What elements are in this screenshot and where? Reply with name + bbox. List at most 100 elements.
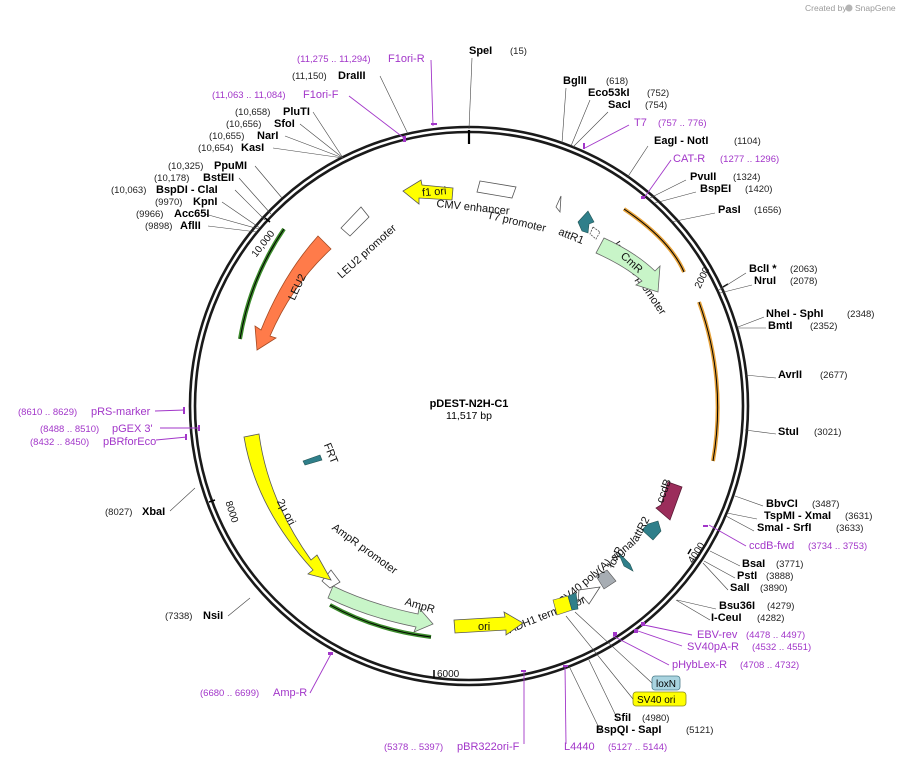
credit-brand: SnapGene [855,3,896,13]
ccdb-arrow [655,481,683,521]
orf-arc-right [697,301,720,462]
ampr-promoter-arrow [321,569,341,589]
tick-4000 [687,548,692,555]
loxp-arrow [617,551,634,572]
site-name: BspQI - SapI [596,724,661,736]
site-pos: (3631) [845,511,872,522]
primer-pos: (3734 .. 3753) [808,541,867,552]
site-pos: (7338) [165,611,192,622]
primer-marker [703,525,708,527]
site-name: NsiI [203,610,223,622]
tick-2000 [722,283,729,288]
primer-pos: (4532 .. 4551) [752,642,811,653]
site-pos: (3021) [814,427,841,438]
primer-name: pBRforEco [103,436,156,448]
site-pos: (10,656) [226,119,261,130]
f1-ori-label: f1 ori [422,185,447,199]
primer-markers [183,123,708,672]
orf-arc-right-core [698,301,719,462]
site-name: StuI [778,426,799,438]
site-name: BglII [563,75,587,87]
site-name: Acc65I [174,208,209,220]
site-pos: (10,658) [235,107,270,118]
primer-marker [185,434,187,440]
site-pos: (9898) [145,221,172,232]
site-pos: (2063) [790,264,817,275]
two-mu-ori-arrow [243,433,332,581]
f1-ori-arrow [402,179,454,205]
primer-name: pHybLex-R [672,659,727,671]
site-pos: (3888) [766,571,793,582]
primer-pos: (4478 .. 4497) [746,630,805,641]
t7-promoter-label: T7 promoter [486,210,547,235]
site-name: PpuMI [214,160,247,172]
primer-name: pGEX 3' [112,423,153,435]
cmr-arrow [595,237,661,293]
primer-pos: (6680 .. 6699) [200,688,259,699]
primer-pos: (8432 .. 8450) [30,437,89,448]
site-pos: (10,325) [168,161,203,172]
site-pos: (618) [606,76,628,87]
site-name: SfoI [274,118,295,130]
site-name: SfiI [614,712,631,724]
orf-arc-bottom-core [329,604,432,638]
site-pos: (2352) [810,321,837,332]
ampr-arrow [327,585,434,633]
frt-marker [302,454,323,466]
small-teal-feature [567,592,579,611]
site-pos: (1656) [754,205,781,216]
primer-name: F1ori-F [303,89,339,101]
site-name: BbvCI [766,498,798,510]
credit: Created by SnapGene [805,3,896,13]
site-pos: (9966) [136,209,163,220]
site-pos: (754) [645,100,667,111]
primer-name: EBV-rev [697,629,738,641]
site-name: SmaI - SrfI [757,522,811,534]
site-pos: (3771) [776,559,803,570]
primer-marker [563,665,568,667]
site-pos: (3890) [760,583,787,594]
leu2-arrow [254,235,332,351]
primer-pos: (4708 .. 4732) [740,660,799,671]
attr1-arrow [577,210,595,234]
site-name: AflII [180,220,201,232]
site-pos: (5121) [686,725,713,736]
site-name: SalI [730,582,750,594]
primer-name: T7 [634,117,647,129]
primer-name: ccdB-fwd [749,540,794,552]
site-pos: (1324) [733,172,760,183]
site-name: KasI [241,142,264,154]
site-pos: (11,150) [292,71,327,82]
box-leader-lines [565,611,653,700]
site-pos: (3487) [812,499,839,510]
site-name: SpeI [469,45,492,57]
tick-8000 [208,499,216,503]
site-pos: (4282) [757,613,784,624]
primer-marker [198,425,200,431]
primer-marker [521,670,526,672]
site-pos: (10,178) [154,173,189,184]
tick-label-6000: 6000 [437,669,460,680]
primer-marker [183,407,185,414]
tick-label-8000: 8000 [222,500,239,525]
primer-marker [613,632,617,636]
site-name: BclI * [749,263,777,275]
primer-marker [583,143,585,149]
site-name: PvuII [690,171,716,183]
site-name: PasI [718,204,741,216]
primer-pos: (757 .. 776) [658,118,707,129]
primer-pos: (1277 .. 1296) [720,154,779,165]
attr2-arrow [641,520,662,541]
primer-marker [641,622,645,626]
site-pos: (752) [647,88,669,99]
site-name: PstI [737,570,757,582]
primer-name: pBR322ori-F [457,741,520,753]
frt-label: FRT [321,441,340,465]
site-pos: (10,063) [111,185,146,196]
site-name: I-CeuI [711,612,742,624]
primer-leader-lines [154,59,747,745]
lac-uv5-marker [589,226,601,240]
adh1-terminator-arrow [577,586,601,605]
primer-name: F1ori-R [388,53,425,65]
